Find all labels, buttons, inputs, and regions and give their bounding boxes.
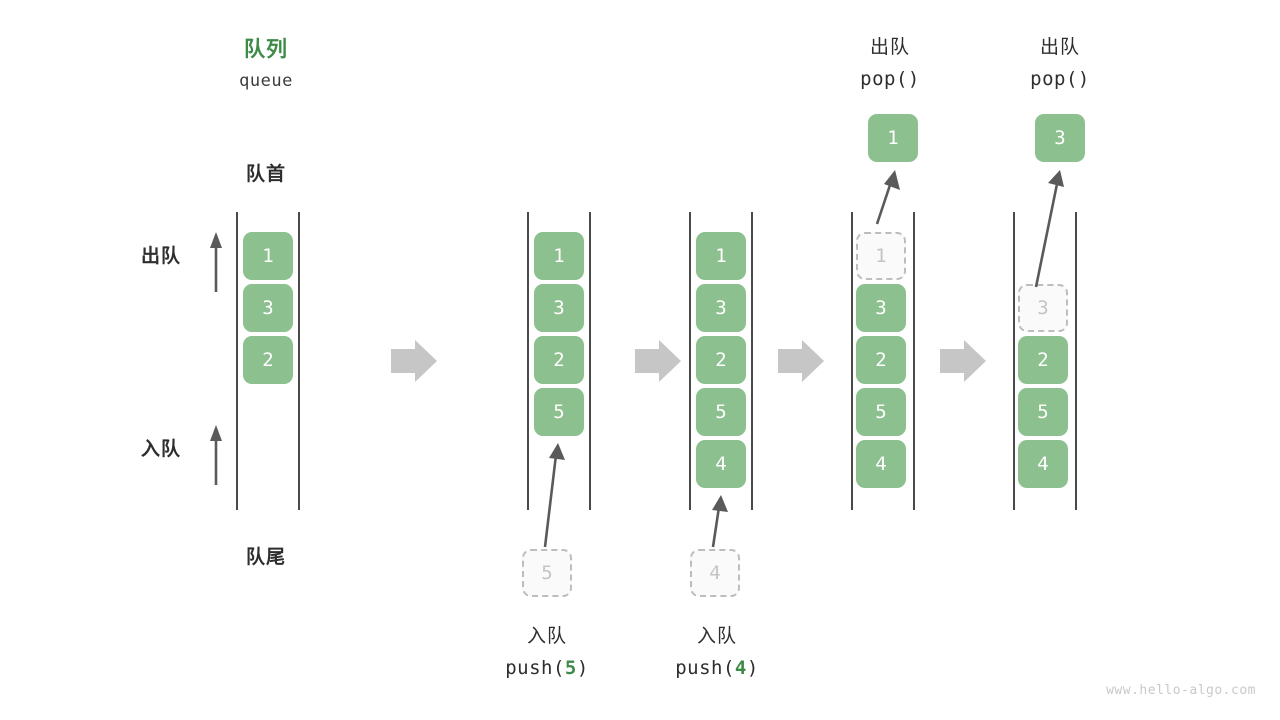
step5-top-label-cn: 出队 xyxy=(1039,37,1080,58)
watermark: www.hello-algo.com xyxy=(1106,683,1256,698)
incoming-ghost-cell: 5 xyxy=(522,549,572,597)
step-chevron-icon xyxy=(391,340,437,382)
step-chevron-icon xyxy=(940,340,986,382)
queue-cell: 2 xyxy=(856,336,906,384)
queue-title-cn: 队列 xyxy=(244,38,288,61)
queue-cell: 3 xyxy=(243,284,293,332)
dequeue-up-arrow-icon xyxy=(210,232,222,292)
queue-cell: 1 xyxy=(534,232,584,280)
queue-cell: 2 xyxy=(1018,336,1068,384)
step2-code-prefix: push( xyxy=(505,657,565,679)
queue-rail-right-step4 xyxy=(913,212,915,510)
queue-cell: 4 xyxy=(1018,440,1068,488)
queue-rail-left-step1 xyxy=(236,212,238,510)
queue-cell: 2 xyxy=(696,336,746,384)
step5-top-label-code: pop() xyxy=(1030,68,1090,90)
queue-rail-right-step2 xyxy=(589,212,591,510)
queue-rail-left-step5 xyxy=(1013,212,1015,510)
step2-caption-code: push(5) xyxy=(467,657,627,679)
queue-cell: 3 xyxy=(534,284,584,332)
front-label: 队首 xyxy=(245,164,286,185)
queue-cell: 2 xyxy=(243,336,293,384)
queue-cell: 1 xyxy=(696,232,746,280)
queue-rail-left-step2 xyxy=(527,212,529,510)
queue-cell: 2 xyxy=(534,336,584,384)
queue-cell: 5 xyxy=(1018,388,1068,436)
step2-caption-cn: 入队 xyxy=(526,626,567,647)
queue-rail-right-step3 xyxy=(751,212,753,510)
dequeue-direction-label: 出队 xyxy=(141,246,182,267)
queue-cell: 5 xyxy=(534,388,584,436)
queue-cell: 3 xyxy=(856,284,906,332)
popped-value-cell: 3 xyxy=(1035,114,1085,162)
queue-rail-right-step1 xyxy=(298,212,300,510)
queue-cell: 4 xyxy=(856,440,906,488)
step3-code-suffix: ) xyxy=(746,657,759,679)
queue-rail-left-step4 xyxy=(851,212,853,510)
queue-cell: 3 xyxy=(696,284,746,332)
step-chevron-icon xyxy=(778,340,824,382)
push-arrow-icon xyxy=(543,443,565,548)
push-arrow-icon xyxy=(711,495,728,548)
popped-value-cell: 1 xyxy=(868,114,918,162)
step4-top-label-cn: 出队 xyxy=(869,37,910,58)
enqueue-up-arrow-icon xyxy=(210,425,222,485)
queue-cell: 5 xyxy=(696,388,746,436)
queue-cell: 5 xyxy=(856,388,906,436)
step3-code-num: 4 xyxy=(734,657,747,679)
queue-rail-left-step3 xyxy=(689,212,691,510)
queue-cell-removed: 1 xyxy=(856,232,906,280)
queue-title-en: queue xyxy=(239,71,293,91)
queue-cell: 1 xyxy=(243,232,293,280)
rear-label: 队尾 xyxy=(245,547,286,568)
pop-arrow-icon xyxy=(875,170,900,225)
queue-cell-removed: 3 xyxy=(1018,284,1068,332)
queue-cell: 4 xyxy=(696,440,746,488)
step2-code-suffix: ) xyxy=(576,657,589,679)
step4-top-label-code: pop() xyxy=(860,68,920,90)
step-chevron-icon xyxy=(635,340,681,382)
step2-code-num: 5 xyxy=(564,657,577,679)
step3-code-prefix: push( xyxy=(675,657,735,679)
pop-arrow-icon xyxy=(1034,170,1064,288)
incoming-ghost-cell: 4 xyxy=(690,549,740,597)
step3-caption-cn: 入队 xyxy=(696,626,737,647)
queue-rail-right-step5 xyxy=(1075,212,1077,510)
step3-caption-code: push(4) xyxy=(637,657,797,679)
enqueue-direction-label: 入队 xyxy=(141,439,182,460)
